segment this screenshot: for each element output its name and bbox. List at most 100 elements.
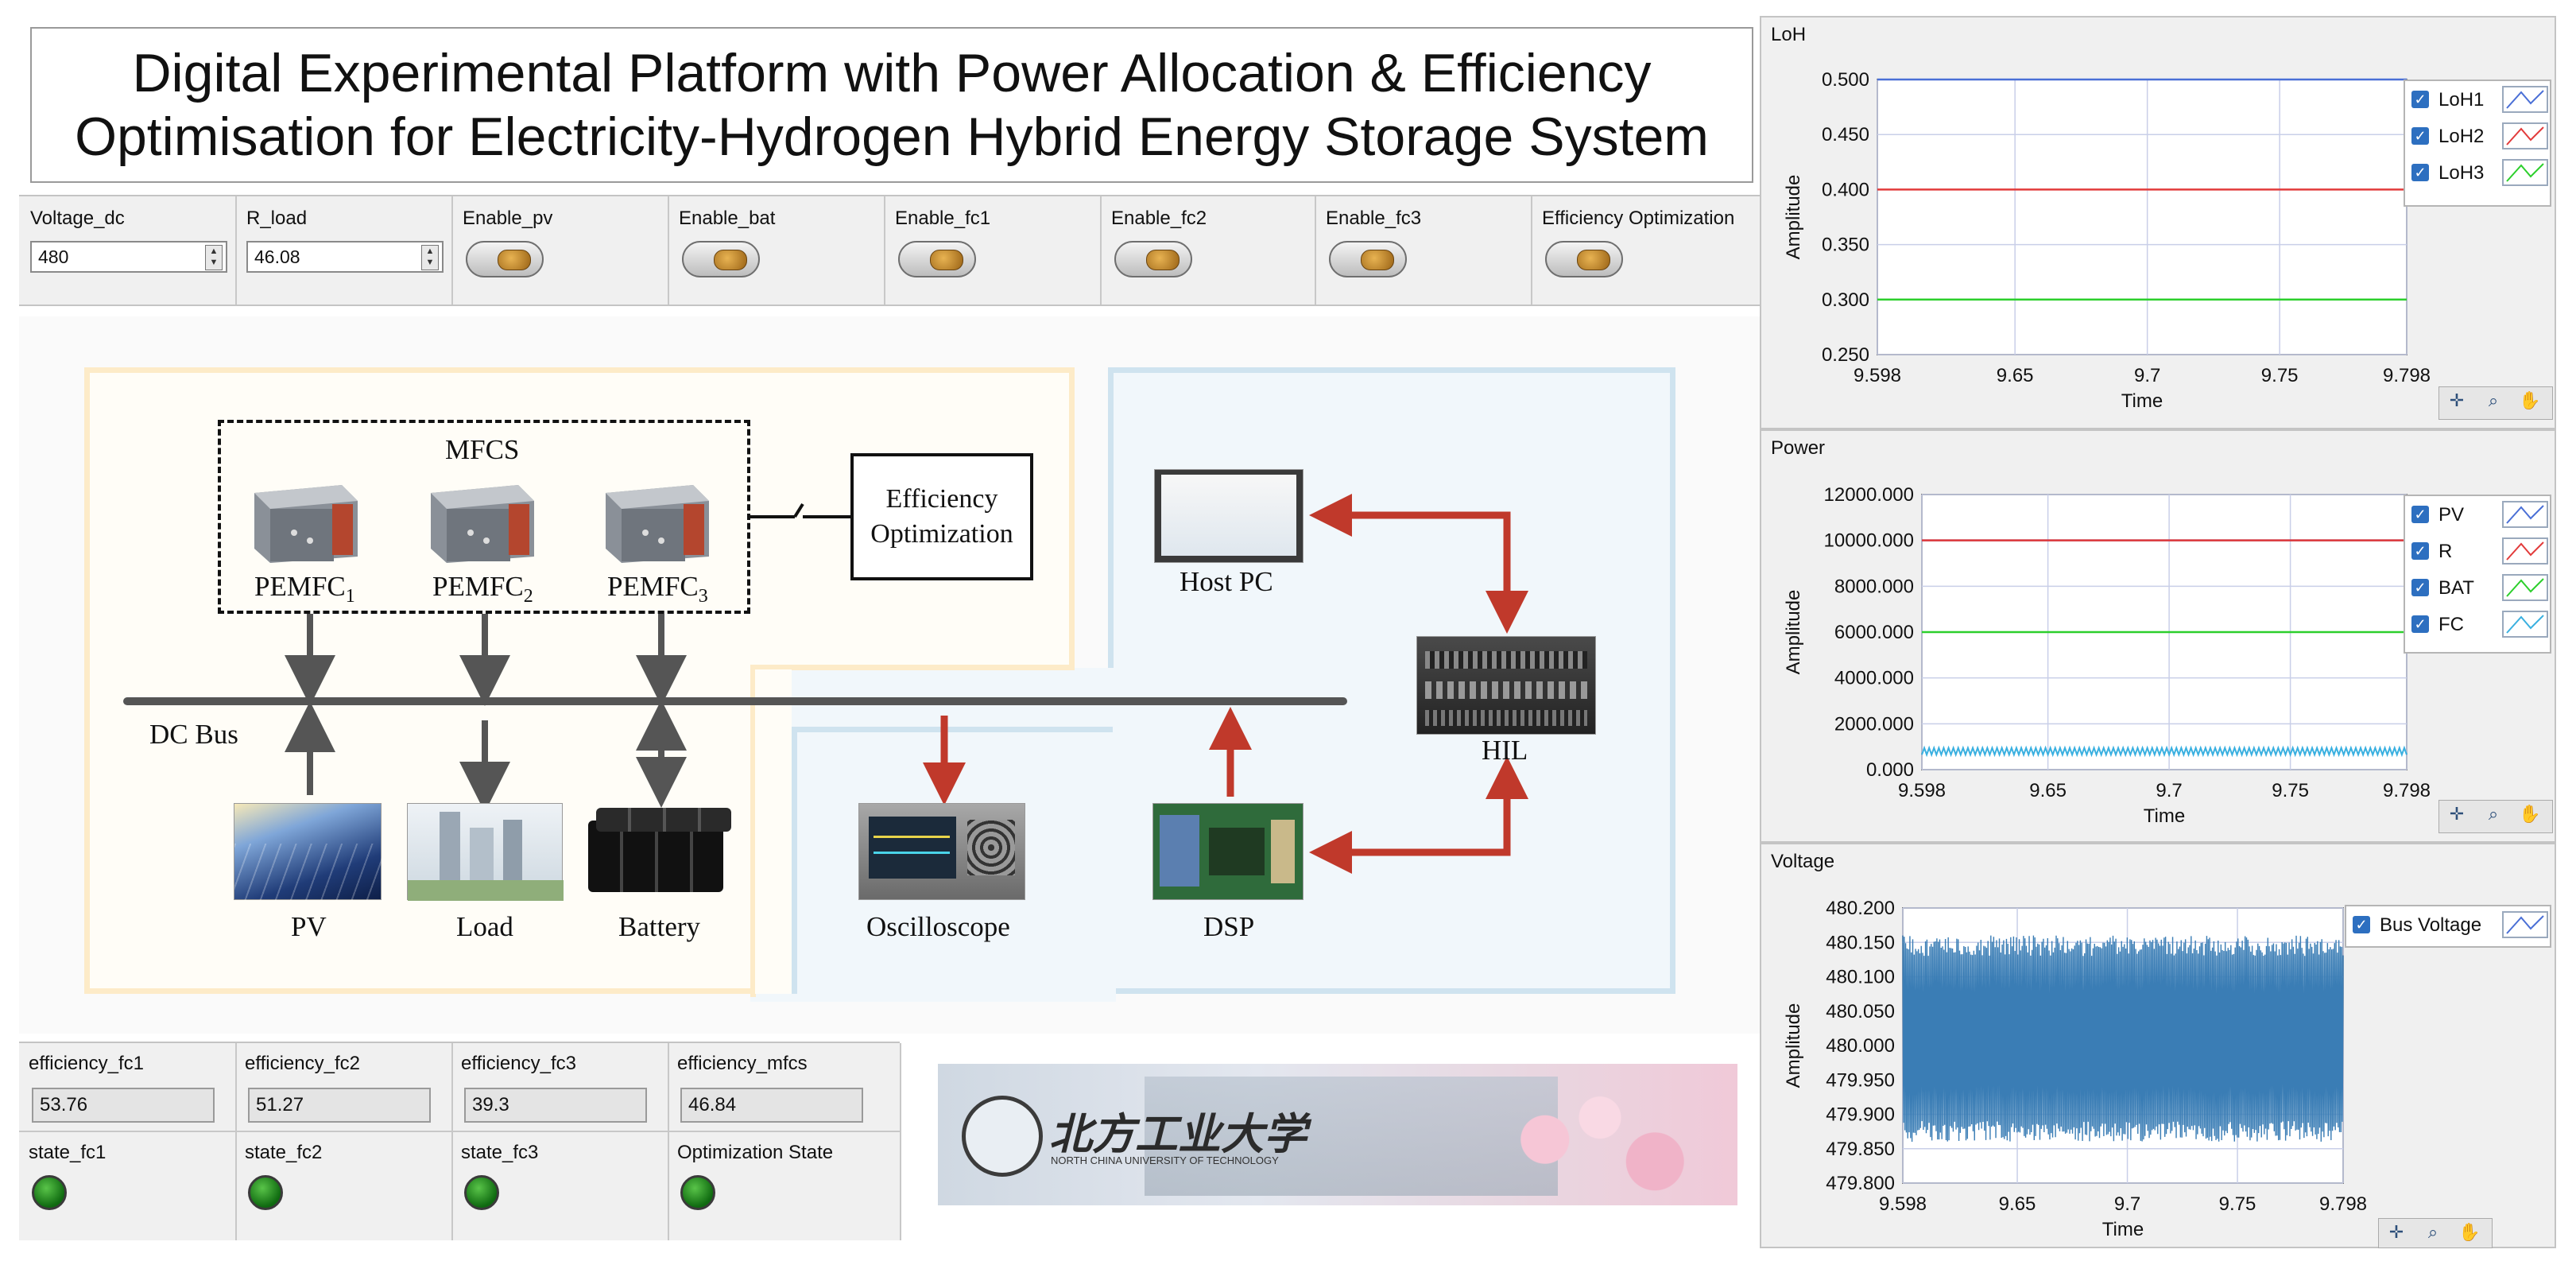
indicator-label: efficiency_fc3: [461, 1053, 576, 1074]
zoom-icon[interactable]: ⌕: [2488, 390, 2499, 410]
loh-legend[interactable]: ✓LoH1 ✓LoH2 ✓LoH3: [2404, 80, 2551, 207]
checkbox-icon[interactable]: ✓: [2411, 542, 2429, 560]
legend-item-loh1[interactable]: ✓LoH1: [2410, 86, 2555, 114]
pemfc-2-label: PEMFC2: [432, 571, 533, 607]
checkbox-icon[interactable]: ✓: [2411, 579, 2429, 596]
checkbox-icon[interactable]: ✓: [2411, 91, 2429, 108]
r-load-stepper[interactable]: ▲▼: [421, 245, 439, 270]
dc-bus-label: DC Bus: [149, 719, 238, 750]
checkbox-icon[interactable]: ✓: [2411, 127, 2429, 145]
pv-label: PV: [291, 911, 327, 942]
efficiency-optimization-toggle[interactable]: [1545, 241, 1623, 277]
toggle-knob: [1146, 250, 1180, 270]
toggle-label: Enable_fc1: [895, 208, 991, 229]
toggle-label: Enable_pv: [463, 208, 553, 229]
series-fc: [1921, 745, 2407, 758]
pan-hand-icon[interactable]: ✋: [2458, 1222, 2481, 1242]
y-tick-label: 0.400: [1822, 179, 1869, 200]
cursor-move-icon[interactable]: ✛: [2388, 1222, 2404, 1242]
r-load-label: R_load: [246, 208, 308, 229]
cursor-move-icon[interactable]: ✛: [2449, 390, 2465, 410]
x-tick-label: 9.65: [2029, 780, 2067, 801]
plot-line-swatch-icon[interactable]: [2502, 911, 2548, 938]
y-tick-label: 479.950: [1826, 1069, 1895, 1091]
x-axis-label: Time: [2144, 805, 2185, 827]
optimization-state: Optimization State: [668, 1132, 901, 1240]
legend-item-fc[interactable]: ✓ FC: [2410, 611, 2555, 639]
pv-image: [234, 803, 382, 901]
y-tick-label: 480.000: [1826, 1035, 1895, 1057]
legend-label: FC: [2438, 614, 2464, 635]
status-panel: efficiency_fc1 53.76 efficiency_fc2 51.2…: [19, 1042, 901, 1240]
graph-tools: ✛ ⌕ ✋: [2378, 1218, 2493, 1248]
x-tick-label: 9.798: [2383, 365, 2431, 386]
x-tick-label: 9.7: [2156, 780, 2182, 801]
x-tick-label: 9.75: [2261, 365, 2299, 386]
voltage-dc-input[interactable]: 480 ▲▼: [30, 241, 227, 273]
dsp-label: DSP: [1203, 911, 1255, 942]
toggle-knob: [714, 250, 747, 270]
checkbox-icon[interactable]: ✓: [2353, 916, 2370, 933]
enable-pv-toggle[interactable]: [466, 241, 544, 277]
enable-fc3-toggle[interactable]: [1329, 241, 1407, 277]
checkbox-icon[interactable]: ✓: [2411, 164, 2429, 181]
plot-line-swatch-icon[interactable]: [2502, 86, 2548, 113]
x-tick-label: 9.598: [1854, 365, 1901, 386]
host-pc-label: Host PC: [1180, 566, 1273, 597]
x-tick-label: 9.7: [2114, 1193, 2140, 1215]
pan-hand-icon[interactable]: ✋: [2519, 390, 2541, 410]
enable-fc1-toggle[interactable]: [898, 241, 976, 277]
x-tick-label: 9.598: [1879, 1193, 1927, 1215]
voltage-legend[interactable]: ✓Bus Voltage: [2345, 905, 2551, 948]
pemfc-3-label: PEMFC3: [607, 571, 708, 607]
efficiency-fc3-indicator: efficiency_fc3 39.3: [451, 1043, 669, 1132]
plot-line-swatch-icon[interactable]: [2502, 537, 2548, 565]
university-name-cn: 北方工业大学: [1049, 1111, 1307, 1158]
y-tick-label: 0.350: [1822, 235, 1869, 256]
legend-label: LoH3: [2438, 162, 2485, 184]
r-load-control: R_load 46.08 ▲▼: [235, 196, 453, 305]
legend-item-loh3[interactable]: ✓ LoH3: [2410, 159, 2555, 188]
plot-line-swatch-icon[interactable]: [2502, 611, 2548, 638]
zone-border-v: [750, 665, 756, 997]
zone-fill-yellow: [755, 669, 792, 994]
y-tick-label: 0.000: [1866, 759, 1914, 781]
title-line-2: Optimisation for Electricity-Hydrogen Hy…: [75, 107, 1709, 167]
efficiency-box-line2: Optimization: [870, 519, 1013, 549]
r-load-input[interactable]: 46.08 ▲▼: [246, 241, 444, 273]
enable-bat-toggle[interactable]: [682, 241, 760, 277]
load-image: [407, 803, 564, 901]
state-led-icon: [464, 1175, 499, 1210]
y-tick-label: 10000.000: [1824, 530, 1914, 552]
legend-item-loh2[interactable]: ✓LoH2: [2410, 122, 2555, 151]
efficiency-fc2-indicator: efficiency_fc2 51.27: [235, 1043, 453, 1132]
cursor-move-icon[interactable]: ✛: [2449, 804, 2465, 824]
enable-fc2-toggle[interactable]: [1114, 241, 1192, 277]
y-tick-label: 2000.000: [1834, 713, 1914, 735]
state-led-icon: [248, 1175, 283, 1210]
pemfc-1-label: PEMFC1: [254, 571, 355, 607]
checkbox-icon[interactable]: ✓: [2411, 615, 2429, 633]
zoom-icon[interactable]: ⌕: [2488, 804, 2499, 824]
voltage-dc-stepper[interactable]: ▲▼: [205, 245, 223, 270]
plot-line-swatch-icon[interactable]: [2502, 122, 2548, 149]
legend-item-bus-voltage[interactable]: ✓Bus Voltage: [2351, 911, 2555, 940]
power-legend[interactable]: ✓PV ✓R ✓BAT ✓FC: [2404, 495, 2551, 654]
diagram-connectors: [123, 494, 1528, 874]
pan-hand-icon[interactable]: ✋: [2519, 804, 2541, 824]
plot-line-swatch-icon[interactable]: [2502, 574, 2548, 601]
plot-line-swatch-icon[interactable]: [2502, 501, 2548, 528]
plot-line-swatch-icon[interactable]: [2502, 159, 2548, 186]
y-tick-label: 8000.000: [1834, 576, 1914, 597]
checkbox-icon[interactable]: ✓: [2411, 506, 2429, 523]
y-tick-label: 6000.000: [1834, 622, 1914, 643]
zoom-icon[interactable]: ⌕: [2427, 1222, 2438, 1242]
legend-item-pv[interactable]: ✓PV: [2410, 501, 2555, 530]
legend-item-r[interactable]: ✓R: [2410, 537, 2555, 566]
legend-item-bat[interactable]: ✓BAT: [2410, 574, 2555, 603]
hil-image: [1416, 636, 1596, 735]
